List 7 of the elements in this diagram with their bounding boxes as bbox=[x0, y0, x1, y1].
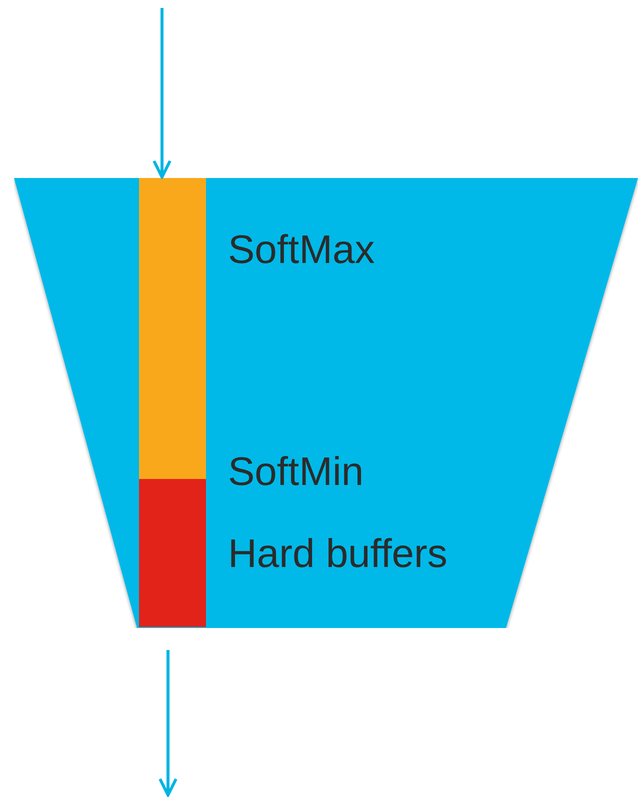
level-label: SoftMin bbox=[228, 452, 364, 492]
level-label: Hard buffers bbox=[228, 534, 448, 574]
arrow bbox=[158, 650, 178, 796]
buffer-bar bbox=[139, 178, 206, 479]
arrow bbox=[152, 8, 172, 178]
level-label: SoftMax bbox=[228, 230, 375, 270]
buffer-bar bbox=[139, 479, 206, 627]
